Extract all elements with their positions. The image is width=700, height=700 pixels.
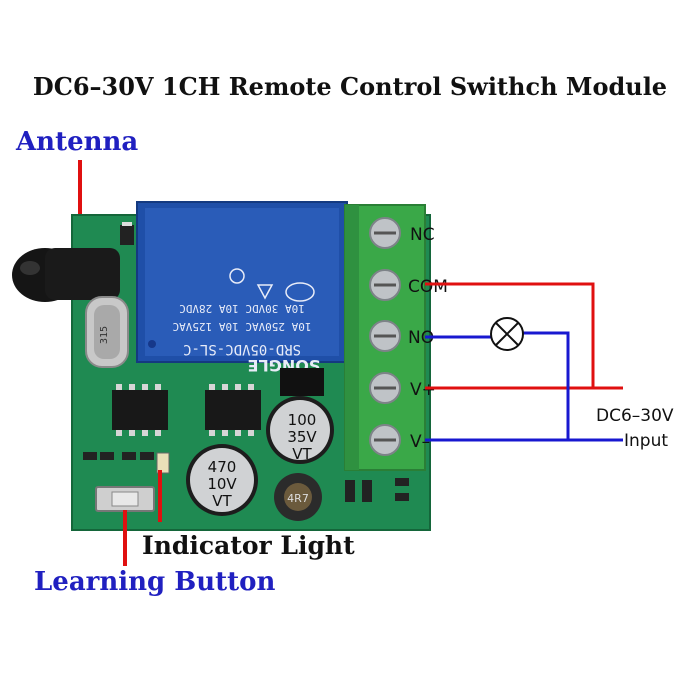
- lamp-icon: [490, 317, 524, 351]
- ic-middle: [205, 384, 261, 436]
- antenna-coil: [12, 248, 120, 302]
- diagram-title: DC6–30V 1CH Remote Control Swithch Modul…: [33, 72, 667, 101]
- terminal-nc-label: NC: [410, 225, 435, 245]
- screw-vminus: [369, 424, 401, 456]
- power-voltage-label: DC6–30V: [596, 406, 674, 426]
- terminal-vplus-label: V+: [410, 380, 436, 400]
- screw-nc: [369, 217, 401, 249]
- crystal-label: 315: [99, 326, 110, 344]
- cap2-series: VT: [212, 492, 232, 510]
- learning-button[interactable]: [95, 486, 155, 512]
- terminal-com-label: COM: [408, 277, 448, 297]
- antenna-label: Antenna: [15, 127, 138, 157]
- inductor-label: 4R7: [287, 492, 309, 505]
- relay-model: SRD-05VDC-SL-C: [183, 341, 301, 357]
- cap1-voltage: 35V: [287, 428, 317, 446]
- indicator-led: [156, 452, 170, 474]
- cqc-mark-icon: [285, 282, 315, 302]
- cap2-value: 470: [208, 458, 237, 476]
- terminal-vminus-label: V–: [410, 432, 430, 452]
- relay-rating-1: 10A 250VAC 10A 125VAC: [172, 320, 311, 333]
- terminal-block: NC COM NO V+ V–: [344, 204, 448, 471]
- wire-com: [425, 282, 595, 388]
- warning-triangle-icon: [256, 284, 274, 300]
- screw-com: [369, 269, 401, 301]
- relay-rating-2: 10A 30VDC 10A 28VDC: [179, 302, 305, 315]
- smd-pad: [122, 222, 132, 226]
- crystal-oscillator: 315: [85, 296, 129, 368]
- cap2-voltage: 10V: [207, 475, 237, 493]
- indicator-light-label: Indicator Light: [142, 531, 355, 560]
- wiring: [425, 282, 623, 442]
- screw-vplus: [369, 372, 401, 404]
- cap1-value: 100: [288, 411, 317, 429]
- smd-resistors: [83, 452, 409, 502]
- capacitor-470uf: 470 10V VT: [186, 444, 258, 516]
- ic-left: [112, 384, 168, 436]
- inductor: 4R7: [274, 473, 322, 521]
- power-input-label: Input: [624, 431, 668, 451]
- relay: SRD-05VDC-SL-C 10A 250VAC 10A 125VAC 10A…: [136, 201, 348, 375]
- wire-lamp-return: [523, 331, 570, 440]
- cap1-series: VT: [292, 445, 312, 463]
- transistor: [280, 368, 324, 396]
- smd-part: [120, 225, 134, 245]
- capacitor-100uf: 100 35V VT: [266, 396, 334, 464]
- screw-no: [369, 320, 401, 352]
- learning-button-label: Learning Button: [34, 567, 276, 597]
- relay-pin-mark: [229, 268, 245, 284]
- relay-dot: [148, 340, 156, 348]
- terminal-no-label: NO: [408, 328, 434, 348]
